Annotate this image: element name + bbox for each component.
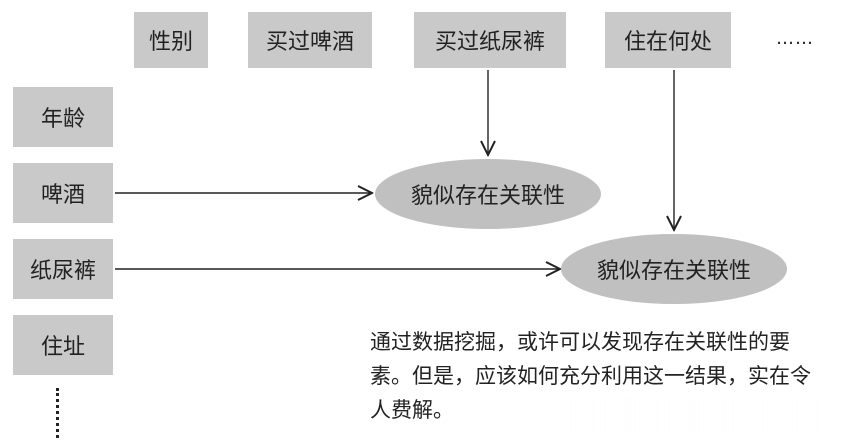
association-ellipse-2: 貌似存在关联性 [561,234,787,304]
left-attr-age: 年龄 [13,87,113,147]
top-attr-bought-diapers: 买过纸尿裤 [414,12,566,68]
left-attr-diapers: 纸尿裤 [13,239,113,299]
left-attr-address: 住址 [13,315,113,375]
top-attr-residence: 住在何处 [605,12,731,68]
top-ellipsis: …… [776,28,814,49]
watermark-overlay [560,395,820,435]
top-attr-bought-beer: 买过啤酒 [248,12,372,68]
top-attr-gender: 性别 [134,12,208,68]
association-ellipse-1: 貌似存在关联性 [375,159,601,229]
explanatory-note: 通过数据挖掘，或许可以发现存在关联性的要素。但是，应该如何充分利用这一结果，实在… [370,330,811,422]
left-attr-beer: 啤酒 [13,163,113,223]
left-ellipsis-dots [56,388,69,438]
